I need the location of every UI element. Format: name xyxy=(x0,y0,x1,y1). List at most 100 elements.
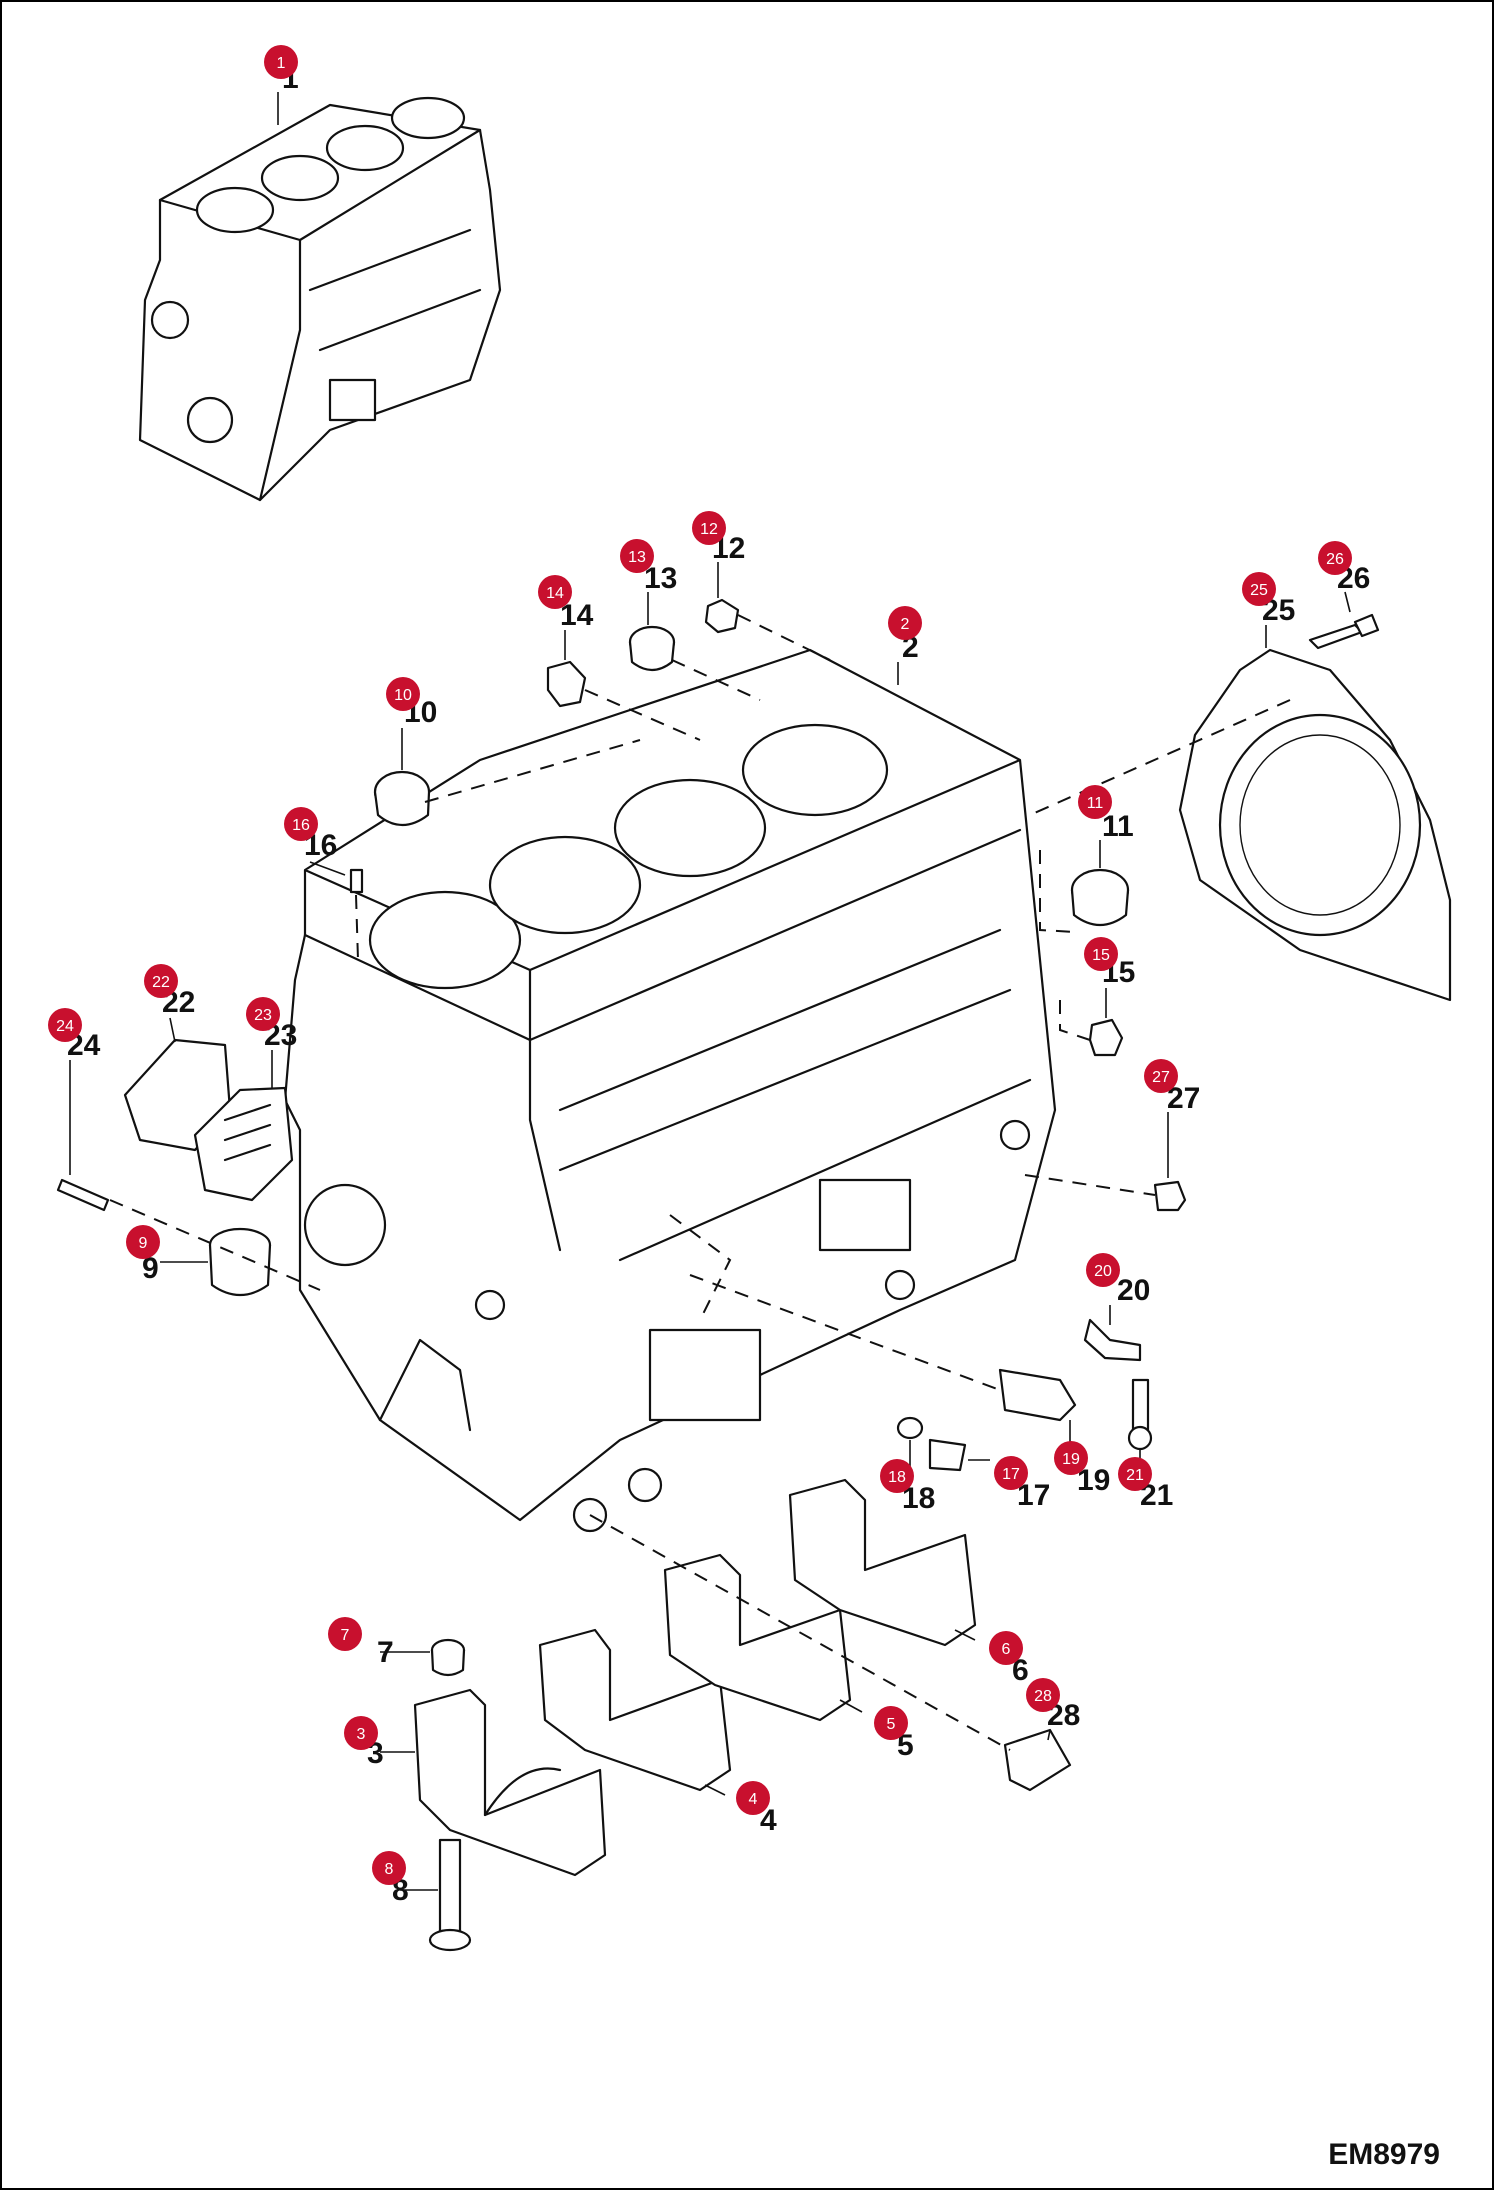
front-sleeve xyxy=(208,1227,272,1296)
assembly-lines xyxy=(109,614,1291,1751)
callout-badge-label-16: 16 xyxy=(292,817,310,834)
callout-badge-label-20: 20 xyxy=(1094,1263,1112,1280)
callout-badge-label-28: 28 xyxy=(1034,1688,1052,1705)
callout-number-13: 13 xyxy=(644,562,677,595)
callout-badge-label-25: 25 xyxy=(1250,582,1268,599)
callout-number-6: 6 xyxy=(1012,1654,1029,1687)
callout-7: 77 xyxy=(328,1617,430,1669)
callout-badge-label-11: 11 xyxy=(1087,795,1104,812)
callout-badge-label-9: 9 xyxy=(139,1235,148,1252)
callout-4: 44 xyxy=(704,1781,777,1837)
callout-badge-label-19: 19 xyxy=(1062,1451,1080,1468)
callout-badge-label-22: 22 xyxy=(152,974,170,991)
callout-badge-label-10: 10 xyxy=(394,687,412,704)
cylinder-block xyxy=(283,648,1057,1533)
callout-6: 66 xyxy=(954,1629,1029,1687)
callout-badge-19 xyxy=(1054,1441,1088,1475)
callout-badge-label-12: 12 xyxy=(700,521,718,538)
callout-2: 22 xyxy=(888,606,922,685)
callout-badge-24 xyxy=(48,1008,82,1042)
callout-leader-26 xyxy=(1344,591,1351,613)
bearing-caps xyxy=(413,1478,1072,1952)
callout-badge-label-7: 7 xyxy=(341,1627,350,1644)
rear-seal-housing xyxy=(1178,613,1452,1002)
callout-number-4: 4 xyxy=(760,1804,777,1837)
callout-number-5: 5 xyxy=(897,1729,914,1762)
callout-badge-label-1: 1 xyxy=(277,55,286,72)
callout-badge-label-24: 24 xyxy=(56,1018,74,1035)
callout-badge-7 xyxy=(328,1617,362,1651)
callout-badge-15 xyxy=(1084,937,1118,971)
callout-leader-22 xyxy=(169,1017,176,1043)
callout-badge-label-26: 26 xyxy=(1326,551,1344,568)
callout-badge-label-3: 3 xyxy=(357,1726,366,1743)
callout-badge-25 xyxy=(1242,572,1276,606)
callout-leader-28 xyxy=(1047,1729,1051,1741)
callout-leader-6 xyxy=(954,1629,976,1641)
callout-badge-1 xyxy=(264,45,298,79)
callout-8: 88 xyxy=(372,1851,438,1907)
callout-badge-10 xyxy=(386,677,420,711)
callout-5: 55 xyxy=(839,1699,914,1762)
callout-badge-16 xyxy=(284,807,318,841)
callout-number-7: 7 xyxy=(377,1636,394,1669)
callout-badge-28 xyxy=(1026,1678,1060,1712)
side-sensors xyxy=(896,1318,1153,1472)
callout-badge-label-21: 21 xyxy=(1126,1467,1144,1484)
callout-badge-18 xyxy=(880,1459,914,1493)
upper-small-parts xyxy=(349,598,1187,1212)
callout-leader-16 xyxy=(309,861,346,876)
callout-badge-label-8: 8 xyxy=(385,1861,394,1878)
callout-badge-label-17: 17 xyxy=(1002,1466,1020,1483)
callout-3: 33 xyxy=(344,1716,415,1770)
callout-badge-label-4: 4 xyxy=(749,1791,758,1808)
figure-code: EM8979 xyxy=(1328,2138,1440,2171)
callout-leader-5 xyxy=(839,1699,863,1713)
callout-badge-2 xyxy=(888,606,922,640)
callout-badge-label-2: 2 xyxy=(901,616,910,633)
callout-badge-5 xyxy=(874,1706,908,1740)
callout-badge-6 xyxy=(989,1631,1023,1665)
callout-badge-label-18: 18 xyxy=(888,1469,906,1486)
assembled-block-thumbnail xyxy=(138,96,502,502)
callout-number-20: 20 xyxy=(1117,1274,1150,1307)
callout-9: 99 xyxy=(126,1225,208,1285)
callout-badge-label-13: 13 xyxy=(628,549,646,566)
callout-badge-9 xyxy=(126,1225,160,1259)
callout-badge-13 xyxy=(620,539,654,573)
callout-badge-label-5: 5 xyxy=(887,1716,896,1733)
callout-leader-4 xyxy=(704,1784,726,1796)
callout-badge-4 xyxy=(736,1781,770,1815)
callout-badge-12 xyxy=(692,511,726,545)
callout-badge-label-15: 15 xyxy=(1092,947,1110,964)
callout-badge-14 xyxy=(538,575,572,609)
callout-badge-26 xyxy=(1318,541,1352,575)
callout-badge-20 xyxy=(1086,1253,1120,1287)
callout-badge-22 xyxy=(144,964,178,998)
callout-layer: 1122334455667788991010111112121313141415… xyxy=(48,45,1370,1907)
callout-badge-label-23: 23 xyxy=(254,1007,272,1024)
callout-badge-3 xyxy=(344,1716,378,1750)
callout-number-11: 11 xyxy=(1102,810,1134,843)
callout-badge-label-14: 14 xyxy=(546,585,564,602)
callout-badge-23 xyxy=(246,997,280,1031)
